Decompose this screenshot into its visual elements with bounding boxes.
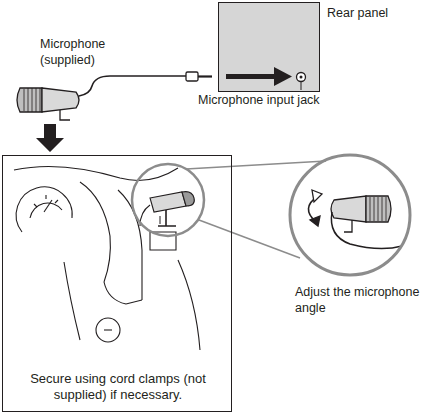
- rear-panel-fill: [218, 2, 320, 92]
- rear-panel: Rear panel: [218, 2, 320, 92]
- part-label: Microphone (supplied): [40, 37, 140, 68]
- magnifier-line: [186, 161, 326, 169]
- leader-line: [301, 82, 302, 90]
- callout-text: Adjust the microphone angle: [295, 285, 423, 316]
- jack-label: Microphone input jack: [198, 93, 320, 109]
- insert-arrowhead: [274, 67, 292, 86]
- down-arrow: [36, 124, 64, 152]
- insert-arrow: [226, 74, 276, 79]
- microphone: [17, 72, 212, 120]
- detail-circle-node: Adjust the microphone angle: [288, 153, 412, 277]
- dashboard-sketch: [14, 166, 200, 350]
- instruction-box: Secure using cord clamps (not supplied) …: [2, 155, 232, 412]
- circle-outline: [288, 153, 412, 277]
- mounted-microphone: [140, 192, 194, 226]
- circle-outline: [290, 155, 410, 275]
- jack-symbol: [297, 73, 306, 82]
- angle-microphone: [308, 190, 402, 249]
- instruction-text: Secure using cord clamps (not supplied) …: [13, 371, 223, 404]
- panel-label: Rear panel: [327, 6, 388, 22]
- jack-hole: [300, 76, 303, 79]
- detail-circle: [132, 164, 204, 236]
- magnifier-line: [199, 220, 300, 258]
